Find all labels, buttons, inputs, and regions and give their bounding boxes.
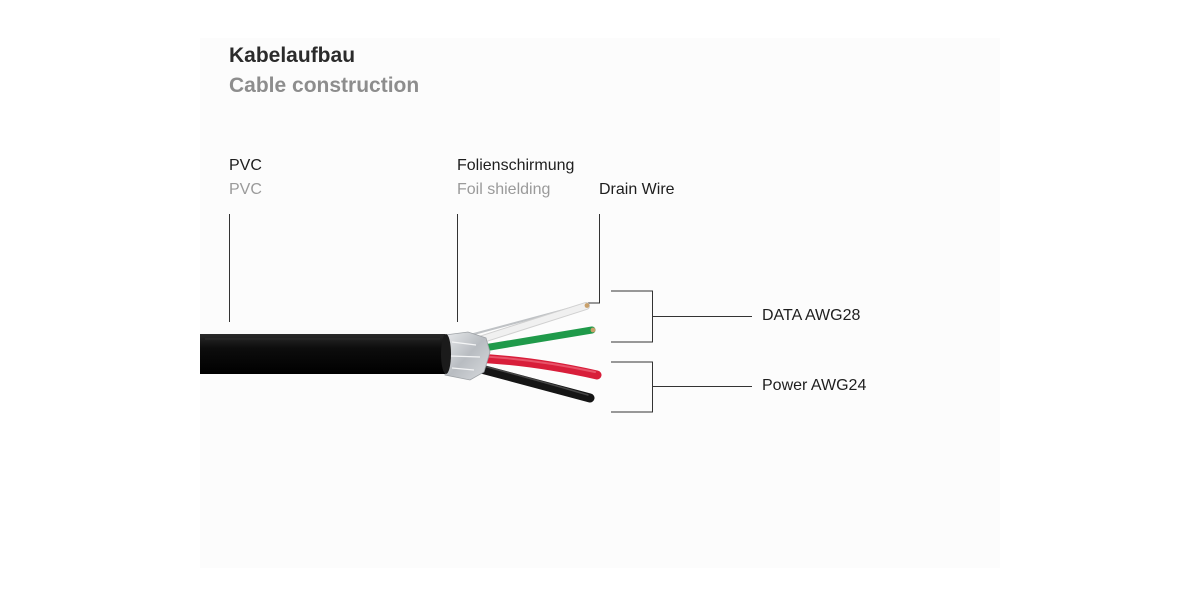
bracket-power xyxy=(611,361,653,413)
label-power-pair: Power AWG24 xyxy=(762,377,867,394)
label-shield-german: Folienschirmung xyxy=(457,157,575,174)
pvc-jacket-end xyxy=(441,334,451,374)
label-drain-wire: Drain Wire xyxy=(599,181,675,198)
wire-green-tip xyxy=(590,327,596,333)
wire-white-tip xyxy=(584,303,590,308)
wire-white xyxy=(467,303,589,346)
title-english: Cable construction xyxy=(229,74,420,97)
label-jacket-german: PVC xyxy=(229,157,262,174)
label-shield-english: Foil shielding xyxy=(457,181,551,198)
label-jacket-english: PVC xyxy=(229,181,262,198)
wire-green xyxy=(468,326,596,354)
title-german: Kabelaufbau xyxy=(229,44,356,67)
pvc-jacket xyxy=(200,334,449,374)
foil-shielding-creases xyxy=(449,341,481,371)
label-data-pair: DATA AWG28 xyxy=(762,307,861,324)
bracket-data xyxy=(611,290,653,343)
leader-line-drain xyxy=(588,214,600,304)
